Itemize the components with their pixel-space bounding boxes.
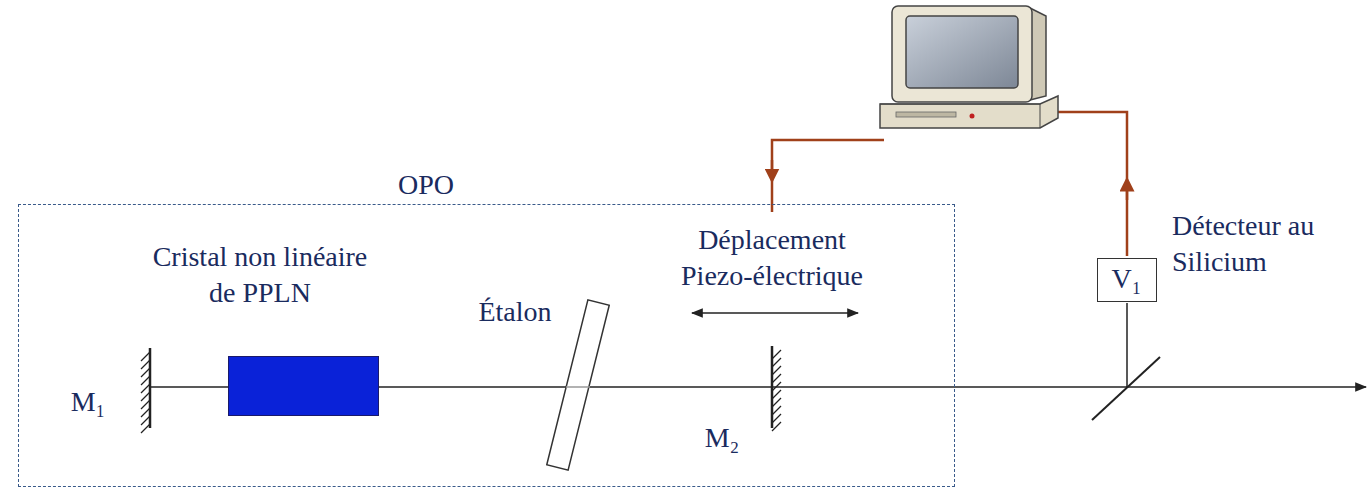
hatch-stroke xyxy=(772,422,781,431)
etalon-plate xyxy=(547,300,609,470)
piezo-label: Déplacement Piezo-électrique xyxy=(678,222,866,295)
hatch-stroke xyxy=(772,382,781,391)
hatch-stroke xyxy=(141,384,150,393)
detector-box: V₁ xyxy=(1097,258,1157,302)
mirror-label: M₁ xyxy=(71,384,106,420)
hatch-stroke xyxy=(141,408,150,417)
detector-lead xyxy=(1126,303,1128,387)
hatch-stroke xyxy=(141,376,150,385)
computer-icon xyxy=(880,6,1058,128)
hatch-stroke xyxy=(772,366,781,375)
hatch-stroke xyxy=(141,360,150,369)
hatch-stroke xyxy=(141,352,150,361)
hatch-stroke xyxy=(772,350,781,359)
translation-arrow xyxy=(692,312,858,314)
laser-beam xyxy=(566,386,590,388)
hatch-stroke xyxy=(141,368,150,377)
wire-arrow xyxy=(1126,184,1129,200)
hatch-stroke xyxy=(141,392,150,401)
crystal-label: Cristal non linéaire de PPLN xyxy=(150,239,371,312)
detector-symbol: V₁ xyxy=(1112,261,1142,297)
signal-wire xyxy=(1052,112,1127,256)
etalon-label: Étalon xyxy=(478,294,551,330)
wire-arrow xyxy=(771,160,774,176)
hatch-stroke xyxy=(141,424,150,433)
hatch-stroke xyxy=(772,358,781,367)
mirror-hatching xyxy=(772,350,781,431)
hatch-stroke xyxy=(141,416,150,425)
hatch-stroke xyxy=(772,374,781,383)
cavity-title: OPO xyxy=(398,167,454,203)
crystal-block: Cristal non linéaire de PPLN xyxy=(228,356,379,416)
hatch-stroke xyxy=(141,400,150,409)
mirror-label: M₂ xyxy=(705,420,740,456)
detector-label: Détecteur au Silicium xyxy=(1172,208,1321,281)
beam-splitter xyxy=(1092,357,1160,420)
control-wire xyxy=(772,140,884,212)
hatch-stroke xyxy=(772,406,781,415)
hatch-stroke xyxy=(772,398,781,407)
hatch-stroke xyxy=(772,414,781,423)
hatch-stroke xyxy=(772,390,781,399)
mirror-hatching xyxy=(141,352,150,433)
